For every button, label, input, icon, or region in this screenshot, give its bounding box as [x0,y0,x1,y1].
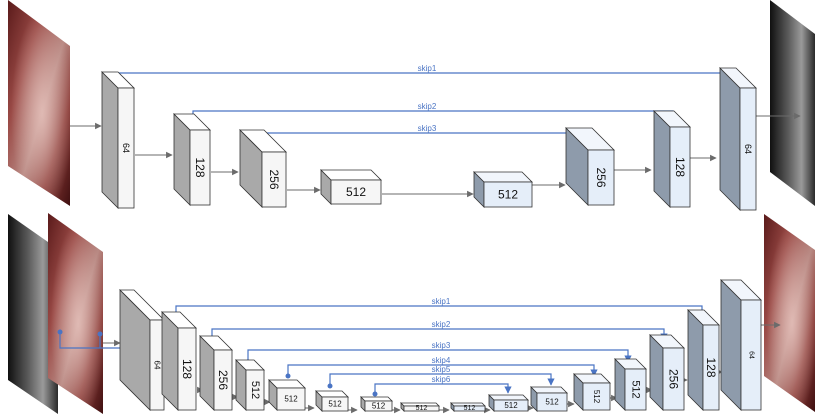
bottom-enc-block-8: 512 [400,402,440,412]
top-skip3-label: skip3 [418,124,437,133]
bottom-skip2-label: skip2 [432,320,451,329]
top-skip2-label: skip2 [418,102,437,111]
bottom-skip4-label: skip4 [432,356,451,365]
top-enc-block-3: 256 [239,129,287,208]
bottom-skip3-label: skip3 [432,341,451,350]
top-dec-block-4: 64 [719,67,757,211]
bottom-skip6-label: skip6 [432,375,451,384]
bottom-dec-block-1-label: 512 [464,405,476,412]
bottom-dec-block-7: 128 [687,309,720,411]
top-enc-block-2-label: 128 [193,157,207,177]
top-skip2-line [192,110,677,125]
top-dec-block-4-label: 64 [743,144,753,154]
bottom-dec-block-5-label: 512 [630,380,642,398]
bottom-dec-block-4: 512 [573,373,611,411]
bottom-dec-block-2: 512 [488,394,529,412]
top-output-image [770,0,815,206]
top-dec-block-2: 256 [565,127,615,206]
bottom-output-image [764,214,815,412]
bottom-enc-block-5-label: 512 [284,395,298,404]
bottom-enc-block-3-label: 256 [216,370,230,390]
top-enc-block-3-label: 256 [267,169,281,189]
bottom-dec-block-8-label: 64 [748,351,755,359]
bottom-enc-block-3: 256 [199,335,233,411]
top-dec-block-1: 512 [473,171,533,208]
bottom-dec-block-6: 256 [649,334,685,411]
top-dec-block-2-label: 256 [594,167,608,187]
bottom-dec-block-8: 64 [720,279,762,411]
skip-labels: skip1 skip2 skip3 skip1 skip2 skip3 skip… [418,64,451,384]
bottom-dec-block-3-label: 512 [545,398,559,407]
bottom-enc-block-6: 512 [315,390,349,412]
bottom-dec-block-6-label: 256 [667,369,681,389]
bottom-enc-block-1: 64 [119,289,165,411]
bottom-enc-block-6-label: 512 [328,400,342,409]
bottom-dec-block-1: 512 [450,402,486,412]
bottom-input-depth-image [8,214,58,414]
bottom-skip5-line [329,373,555,386]
bottom-skip4-line [287,364,598,377]
bottom-dec-block-3: 512 [530,386,568,412]
bottom-dec-block-5: 512 [614,358,647,411]
bottom-enc-block-2: 128 [161,311,197,411]
bottom-enc-block-4-label: 512 [249,381,261,399]
top-skip1-label: skip1 [418,64,437,73]
bottom-enc-block-2-label: 128 [180,359,194,379]
top-enc-block-1: 64 [101,71,135,209]
top-enc-block-4: 512 [320,169,382,205]
top-skip1-line [118,72,739,95]
bottom-dec-block-4-label: 512 [592,390,601,404]
bottom-skip3-line [247,349,632,363]
bottom-enc-block-1-label: 64 [153,361,162,370]
bottom-skip1-label: skip1 [432,297,451,306]
bottom-skip6-line [374,383,512,394]
top-enc-block-2: 128 [173,113,211,206]
top-skip3-line [264,132,597,151]
top-dec-block-1-label: 512 [498,188,518,202]
bottom-enc-block-4: 512 [235,359,265,411]
bottom-dec-block-2-label: 512 [504,401,518,410]
top-enc-block-1-label: 64 [121,143,131,153]
top-dec-block-3: 128 [653,110,691,208]
top-input-image [8,0,70,206]
network-blocks: 64 128 256 512 512 256 128 64 64 128 256 512 512 512 5… [101,67,762,412]
top-dec-block-3-label: 128 [673,157,687,177]
bottom-input-rgb-image [48,213,103,414]
bottom-dec-block-7-label: 128 [704,357,718,377]
bottom-enc-block-5: 512 [268,379,306,411]
bottom-enc-block-8-label: 512 [416,405,428,412]
bottom-skip5-label: skip5 [432,365,451,374]
bottom-enc-block-7: 512 [360,396,393,412]
bottom-enc-block-7-label: 512 [372,402,386,411]
top-enc-block-4-label: 512 [346,185,366,199]
